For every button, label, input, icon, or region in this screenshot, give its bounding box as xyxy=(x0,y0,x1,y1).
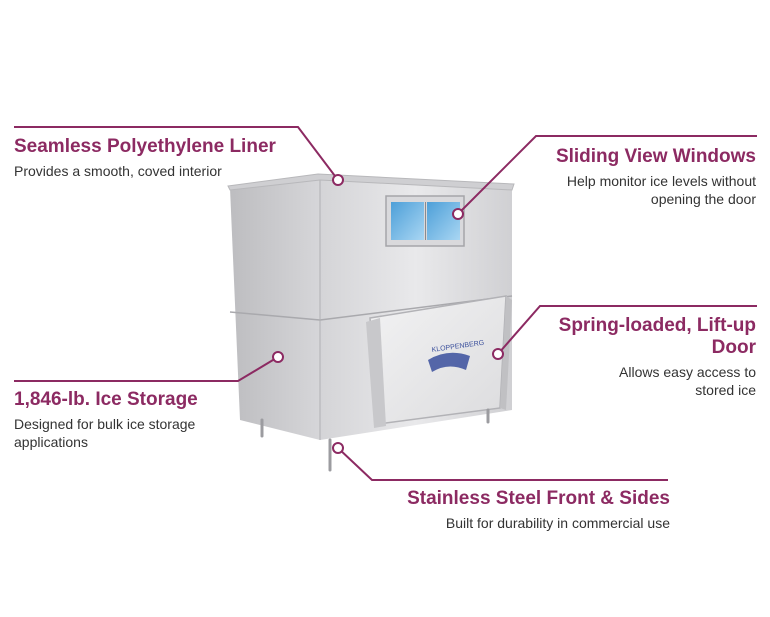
callout-storage-title: 1,846-lb. Ice Storage xyxy=(14,389,198,410)
callout-windows-title: Sliding View Windows xyxy=(555,146,756,167)
callout-door-title: Spring-loaded, Lift-up Door xyxy=(556,315,756,359)
callout-leader-lines xyxy=(14,126,757,481)
callout-storage-desc-line2: applications xyxy=(14,434,88,450)
callout-storage-desc: Designed for bulk ice storage applicatio… xyxy=(14,415,254,451)
cabinet-top xyxy=(227,173,515,191)
cabinet-side xyxy=(229,178,321,440)
callout-windows: Sliding View Windows Help monitor ice le… xyxy=(516,146,756,208)
callout-liner: Seamless Polyethylene Liner Provides a s… xyxy=(14,136,314,180)
callout-door-desc: Allows easy access to stored ice xyxy=(556,363,756,399)
cabinet-legs xyxy=(260,408,490,472)
callout-steel: Stainless Steel Front & Sides Built for … xyxy=(370,488,670,532)
callout-windows-desc-line1: Help monitor ice levels without xyxy=(566,173,756,189)
view-window xyxy=(385,195,465,247)
callout-door-title-line1: Spring-loaded, Lift-up xyxy=(558,315,756,336)
callout-storage: 1,846-lb. Ice Storage Designed for bulk … xyxy=(14,389,254,451)
callout-windows-desc-line2: opening the door xyxy=(650,191,756,207)
callout-liner-desc: Provides a smooth, coved interior xyxy=(14,163,222,179)
callout-door-desc-line2: stored ice xyxy=(695,382,756,398)
callout-liner-title: Seamless Polyethylene Liner xyxy=(14,136,276,157)
callout-steel-desc: Built for durability in commercial use xyxy=(445,515,670,531)
callout-storage-desc-line1: Designed for bulk ice storage xyxy=(14,416,196,432)
callout-door-desc-line1: Allows easy access to xyxy=(619,364,756,380)
callout-windows-desc: Help monitor ice levels without opening … xyxy=(516,172,756,208)
callout-marker-dots xyxy=(272,174,504,454)
callout-door-title-line2: Door xyxy=(711,337,756,358)
callout-steel-title: Stainless Steel Front & Sides xyxy=(407,488,670,509)
callout-door: Spring-loaded, Lift-up Door Allows easy … xyxy=(556,315,756,399)
